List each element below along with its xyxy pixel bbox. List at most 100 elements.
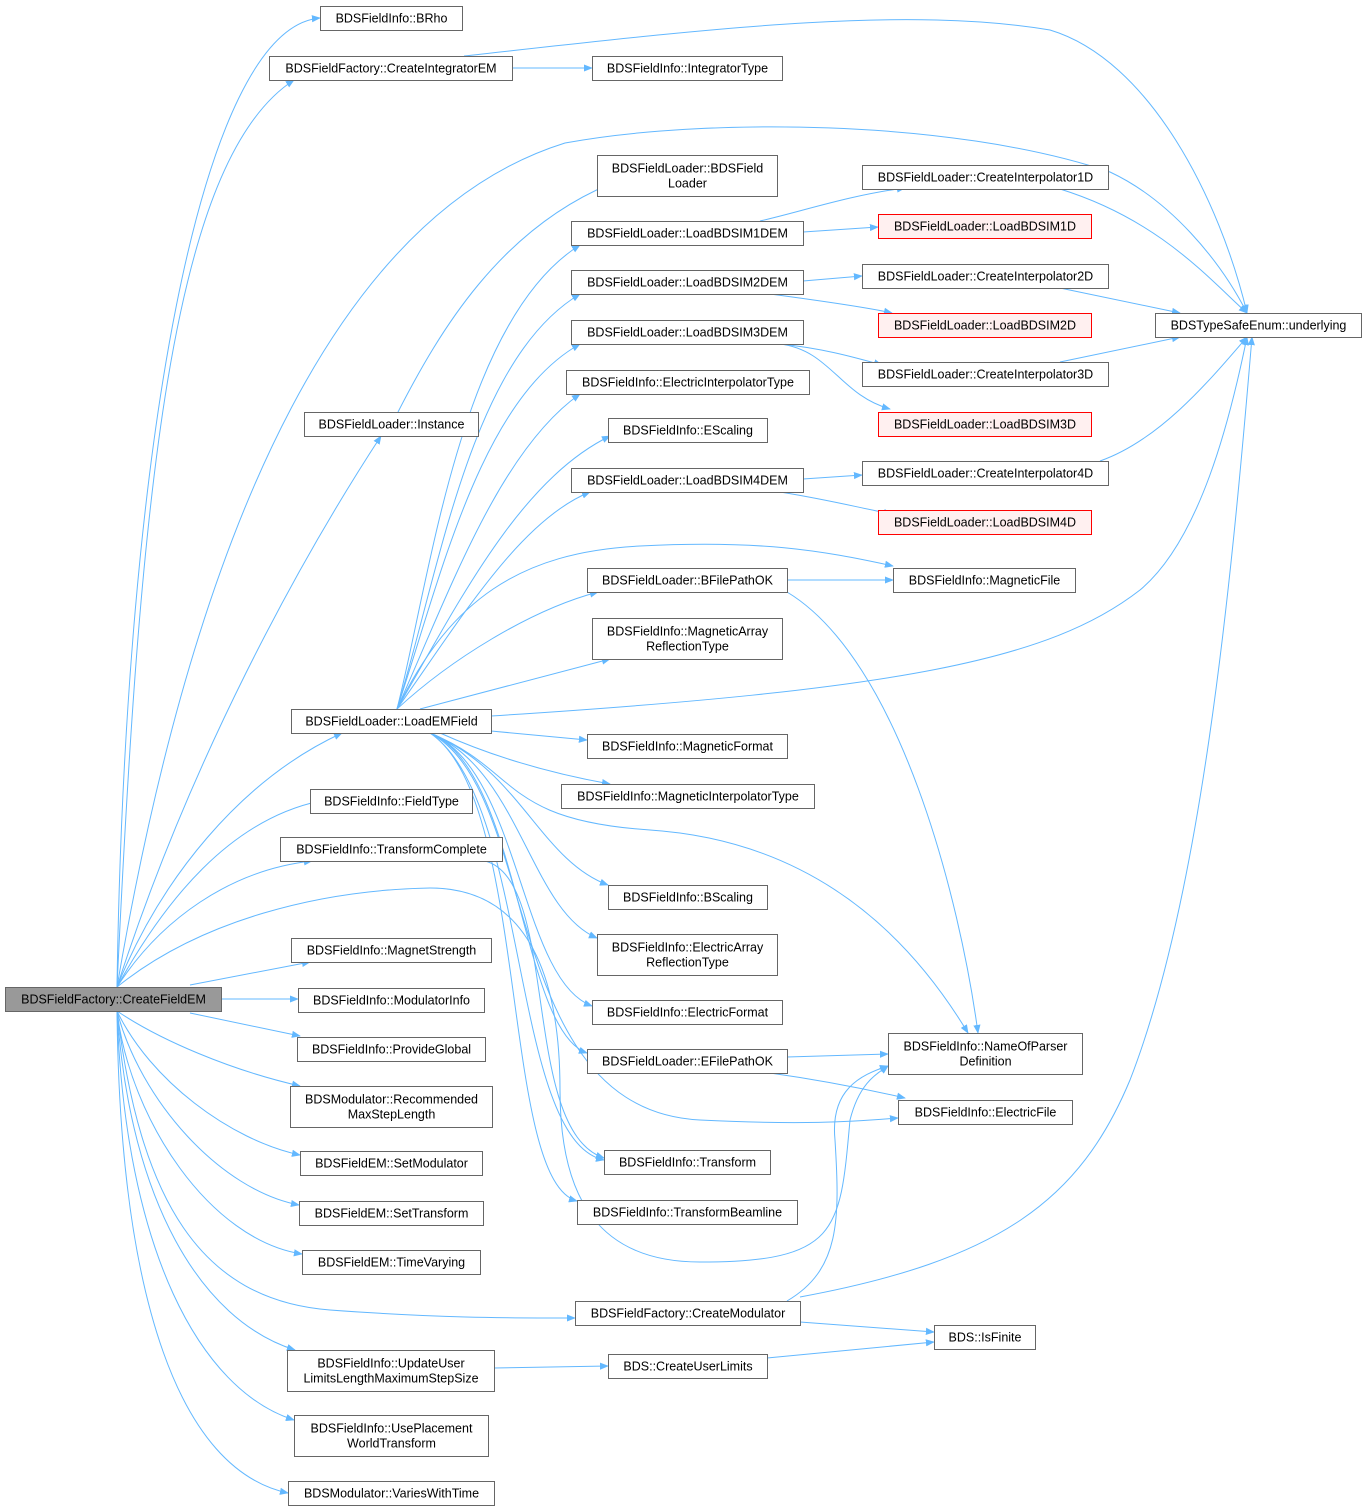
edge-root-to-variesWithTime <box>116 1010 289 1495</box>
node-loadBDSIM1DEM[interactable]: BDSFieldLoader::LoadBDSIM1DEM <box>571 221 804 246</box>
node-modulatorInfo[interactable]: BDSFieldInfo::ModulatorInfo <box>298 988 485 1013</box>
edge-root-to-timeVarying <box>116 1010 303 1257</box>
node-transformComplete[interactable]: BDSFieldInfo::TransformComplete <box>280 837 503 862</box>
edge-instance-to-bdsFieldLoaderCtor <box>397 183 611 413</box>
node-brho[interactable]: BDSFieldInfo::BRho <box>320 6 463 31</box>
node-createInterp4D[interactable]: BDSFieldLoader::CreateInterpolator4D <box>862 461 1109 486</box>
node-bscaling[interactable]: BDSFieldInfo::BScaling <box>608 885 768 910</box>
node-box <box>934 1325 1036 1350</box>
node-label: BDSFieldLoader::BFilePathOK <box>602 574 774 588</box>
edge-loadEMField-to-loadBDSIM4DEM <box>396 491 591 710</box>
node-magnetStrength[interactable]: BDSFieldInfo::MagnetStrength <box>291 938 492 963</box>
node-label: BDSFieldLoader::LoadBDSIM4D <box>894 516 1076 530</box>
node-createUserLimits[interactable]: BDS::CreateUserLimits <box>608 1354 768 1379</box>
node-label: BDSFieldEM::SetTransform <box>315 1207 469 1221</box>
node-box <box>571 221 804 246</box>
node-label: BDSFieldInfo::ElectricFormat <box>607 1006 769 1020</box>
node-magneticFile[interactable]: BDSFieldInfo::MagneticFile <box>893 568 1076 593</box>
node-underlying[interactable]: BDSTypeSafeEnum::underlying <box>1155 313 1362 338</box>
node-electricArrayRefl[interactable]: BDSFieldInfo::ElectricArrayReflectionTyp… <box>597 934 778 976</box>
node-box <box>862 264 1109 289</box>
node-root[interactable]: BDSFieldFactory::CreateFieldEM <box>5 987 222 1012</box>
node-label: BDSFieldLoader::LoadBDSIM2DEM <box>587 276 788 290</box>
node-box <box>597 934 778 976</box>
node-loadBDSIM2D[interactable]: BDSFieldLoader::LoadBDSIM2D <box>878 313 1092 338</box>
node-bdsFieldLoaderCtor[interactable]: BDSFieldLoader::BDSFieldLoader <box>597 155 778 197</box>
node-setModulator[interactable]: BDSFieldEM::SetModulator <box>300 1151 483 1176</box>
node-box <box>571 468 804 493</box>
node-magneticInterpType[interactable]: BDSFieldInfo::MagneticInterpolatorType <box>561 784 815 809</box>
node-label: BDSFieldInfo::MagneticInterpolatorType <box>577 790 799 804</box>
edge-loadBDSIM2DEM-to-loadBDSIM2D <box>769 293 893 315</box>
node-label: BDSFieldInfo::MagneticArray <box>607 625 769 639</box>
node-createModulator[interactable]: BDSFieldFactory::CreateModulator <box>575 1301 801 1326</box>
edge-root-to-nameOfParserDef <box>116 887 889 1263</box>
node-label: BDSFieldLoader::CreateInterpolator2D <box>878 270 1093 284</box>
node-createInterp3D[interactable]: BDSFieldLoader::CreateInterpolator3D <box>862 362 1109 387</box>
node-loadBDSIM3DEM[interactable]: BDSFieldLoader::LoadBDSIM3DEM <box>571 320 804 345</box>
node-createInterp1D[interactable]: BDSFieldLoader::CreateInterpolator1D <box>862 165 1109 190</box>
node-box <box>862 165 1109 190</box>
node-label: ReflectionType <box>646 640 729 654</box>
node-box <box>587 734 788 759</box>
edge-loadEMField-to-electricArrayRefl <box>429 732 598 939</box>
node-variesWithTime[interactable]: BDSModulator::VariesWithTime <box>288 1481 495 1506</box>
node-transformBeamline[interactable]: BDSFieldInfo::TransformBeamline <box>577 1200 798 1225</box>
node-electricFormat[interactable]: BDSFieldInfo::ElectricFormat <box>592 1000 783 1025</box>
node-transform[interactable]: BDSFieldInfo::Transform <box>604 1150 771 1175</box>
node-box <box>310 789 473 814</box>
edge-createModulator-to-underlying <box>799 336 1255 1298</box>
node-label: BDSFieldInfo::UsePlacement <box>311 1422 473 1436</box>
edge-createModulator-to-nameOfParserDef <box>786 1065 889 1302</box>
node-loadBDSIM4DEM[interactable]: BDSFieldLoader::LoadBDSIM4DEM <box>571 468 804 493</box>
node-escaling[interactable]: BDSFieldInfo::EScaling <box>608 418 768 443</box>
node-efilePathOK[interactable]: BDSFieldLoader::EFilePathOK <box>587 1049 788 1074</box>
node-box <box>297 1037 486 1062</box>
node-provideGlobal[interactable]: BDSFieldInfo::ProvideGlobal <box>297 1037 486 1062</box>
edge-root-to-provideGlobal <box>189 1012 301 1038</box>
node-createInterp2D[interactable]: BDSFieldLoader::CreateInterpolator2D <box>862 264 1109 289</box>
node-loadEMField[interactable]: BDSFieldLoader::LoadEMField <box>291 709 492 734</box>
edge-root-to-magnetStrength <box>189 959 311 986</box>
node-loadBDSIM2DEM[interactable]: BDSFieldLoader::LoadBDSIM2DEM <box>571 270 804 295</box>
node-box <box>608 885 768 910</box>
node-loadBDSIM1D[interactable]: BDSFieldLoader::LoadBDSIM1D <box>878 214 1092 239</box>
node-createIntegratorEM[interactable]: BDSFieldFactory::CreateIntegratorEM <box>269 56 513 81</box>
edges-layer <box>116 15 1255 1495</box>
node-box <box>290 1086 493 1128</box>
node-label: BDSFieldInfo::ModulatorInfo <box>313 994 470 1008</box>
node-box <box>592 1000 783 1025</box>
node-bfilePathOK[interactable]: BDSFieldLoader::BFilePathOK <box>587 568 788 593</box>
edge-loadEMField-to-magneticInterpType <box>439 732 611 787</box>
node-box <box>5 987 222 1012</box>
node-loadBDSIM4D[interactable]: BDSFieldLoader::LoadBDSIM4D <box>878 510 1092 535</box>
node-electricInterpType[interactable]: BDSFieldInfo::ElectricInterpolatorType <box>566 370 810 395</box>
node-instance[interactable]: BDSFieldLoader::Instance <box>304 412 479 437</box>
node-updateUserLimits[interactable]: BDSFieldInfo::UpdateUserLimitsLengthMaxi… <box>287 1350 495 1392</box>
node-electricFile[interactable]: BDSFieldInfo::ElectricFile <box>898 1100 1073 1125</box>
node-setTransform[interactable]: BDSFieldEM::SetTransform <box>299 1201 484 1226</box>
node-label: BDSFieldFactory::CreateFieldEM <box>21 993 206 1007</box>
node-box <box>1155 313 1362 338</box>
node-label: BDSFieldInfo::TransformComplete <box>296 843 487 857</box>
node-magneticArrayRefl[interactable]: BDSFieldInfo::MagneticArrayReflectionTyp… <box>592 618 783 660</box>
edge-root-to-updateUserLimits <box>116 1010 296 1351</box>
node-box <box>304 412 479 437</box>
node-label: BDSFieldInfo::ElectricFile <box>915 1106 1057 1120</box>
edge-loadEMField-to-magneticArrayRefl <box>419 657 611 710</box>
node-timeVarying[interactable]: BDSFieldEM::TimeVarying <box>302 1250 481 1275</box>
node-label: BDS::CreateUserLimits <box>623 1360 752 1374</box>
node-isFinite[interactable]: BDS::IsFinite <box>934 1325 1036 1350</box>
edge-loadBDSIM3DEM-to-loadBDSIM3D <box>779 343 891 411</box>
node-magneticFormat[interactable]: BDSFieldInfo::MagneticFormat <box>587 734 788 759</box>
node-loadBDSIM3D[interactable]: BDSFieldLoader::LoadBDSIM3D <box>878 412 1092 437</box>
node-integratorType[interactable]: BDSFieldInfo::IntegratorType <box>592 56 783 81</box>
node-label: BDSFieldLoader::LoadBDSIM3D <box>894 418 1076 432</box>
edge-root-to-createModulator <box>116 1010 576 1322</box>
edge-createInterp2D-to-underlying <box>1059 287 1181 315</box>
edge-createModulator-to-isFinite <box>799 1321 935 1335</box>
node-fieldType[interactable]: BDSFieldInfo::FieldType <box>310 789 473 814</box>
